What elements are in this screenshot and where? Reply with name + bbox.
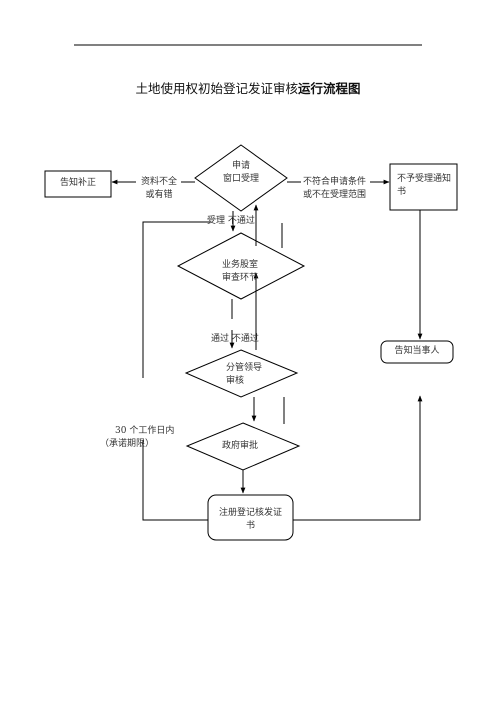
title-emphasis: 运行流程图 (298, 81, 361, 96)
page-title: 土地使用权初始登记发证审核运行流程图 (0, 78, 496, 97)
time-limit-label: 30 个工作日内 （承诺期限） (100, 426, 175, 449)
leader-review-diamond (184, 349, 299, 398)
incomplete-label: 资料不全 或有错 (140, 177, 177, 200)
supplement-box (44, 170, 112, 198)
leader-review-label: 分管领导 审核 (226, 363, 263, 386)
supplement-label: 告知补正 (59, 178, 96, 188)
not-qualified-label: 不符合申请条件 或不在受理范围 (303, 177, 367, 200)
dept-review-label: 业务股室 审查环节 (222, 260, 259, 283)
gov-approval-label: 政府审批 (222, 441, 259, 451)
rejection-notice-box (389, 163, 458, 211)
notify-party-label: 告知当事人 (394, 346, 440, 356)
rejection-notice-label: 不予受理通知 书 (397, 174, 452, 197)
register-issue-label: 注册登记核发证 书 (218, 508, 282, 531)
register-issue-box (207, 494, 294, 541)
accept-reject-label: 受理 不通过 (207, 216, 255, 226)
window-accept-label: 申请 窗口受理 (222, 161, 259, 184)
edge-left-bypass-lower (142, 440, 208, 521)
edge-issue-to-party (293, 395, 423, 521)
dept-review-diamond (176, 232, 306, 300)
notify-party-box (380, 340, 454, 364)
edge-left-bypass (142, 221, 210, 378)
pass-reject-label: 通过 不通过 (211, 334, 259, 344)
window-accept-diamond (194, 144, 288, 212)
title-main: 土地使用权初始登记发证审核 (135, 81, 298, 96)
